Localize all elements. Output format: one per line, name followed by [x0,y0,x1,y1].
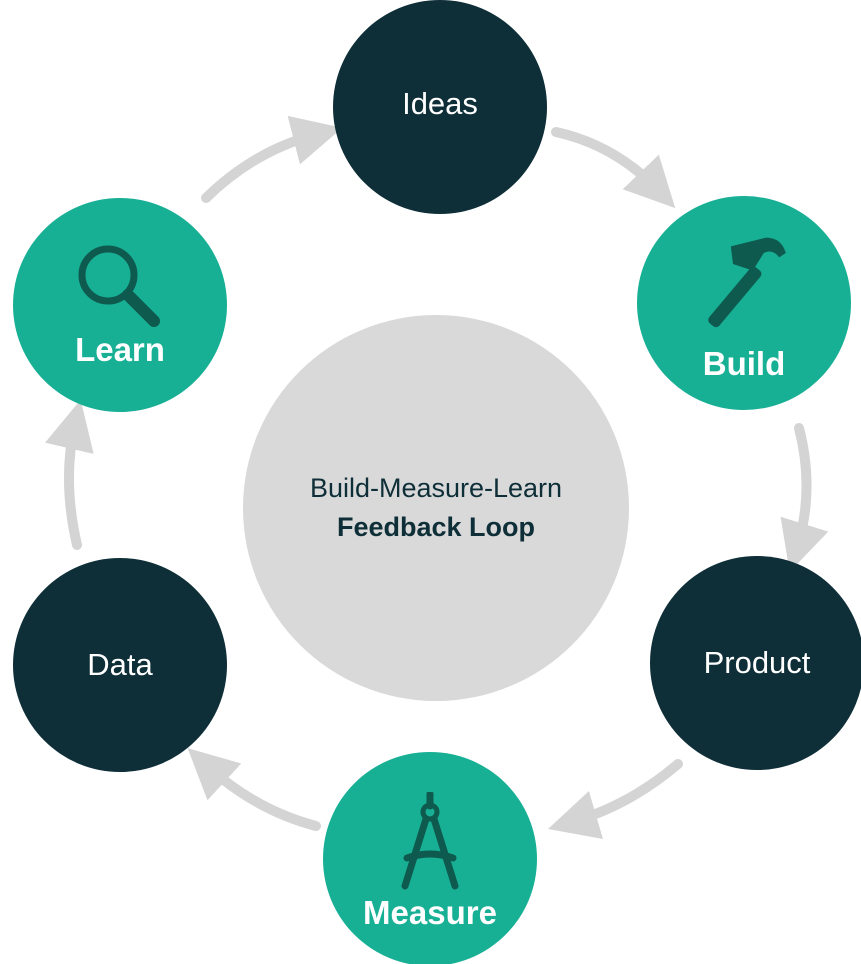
center-circle: Build-Measure-Learn Feedback Loop [243,315,629,701]
magnifier-icon [78,245,160,327]
arrow-learn-to-ideas [201,115,343,203]
arrow-measure-to-data [187,748,321,831]
arrow-ideas-to-build [551,127,676,209]
node-ideas-label: Ideas [402,86,478,121]
node-ideas: Ideas [333,0,547,214]
node-data: Data [13,558,227,772]
node-learn: Learn [13,198,227,412]
arrow-build-to-product [780,423,829,572]
node-product-label: Product [703,645,811,680]
compass-icon [401,792,459,890]
node-data-label: Data [87,647,153,682]
arrow-data-to-learn [44,399,94,550]
node-measure: Measure [323,752,537,964]
arrow-product-to-measure [548,759,683,839]
center-subtitle: Feedback Loop [336,512,536,542]
node-learn-label: Learn [75,331,165,368]
center-title: Build-Measure-Learn [309,473,563,503]
node-build-label: Build [702,345,786,382]
node-build: Build [637,196,851,410]
hammer-icon [708,237,786,328]
node-product: Product [650,556,861,770]
node-measure-label: Measure [363,894,497,931]
